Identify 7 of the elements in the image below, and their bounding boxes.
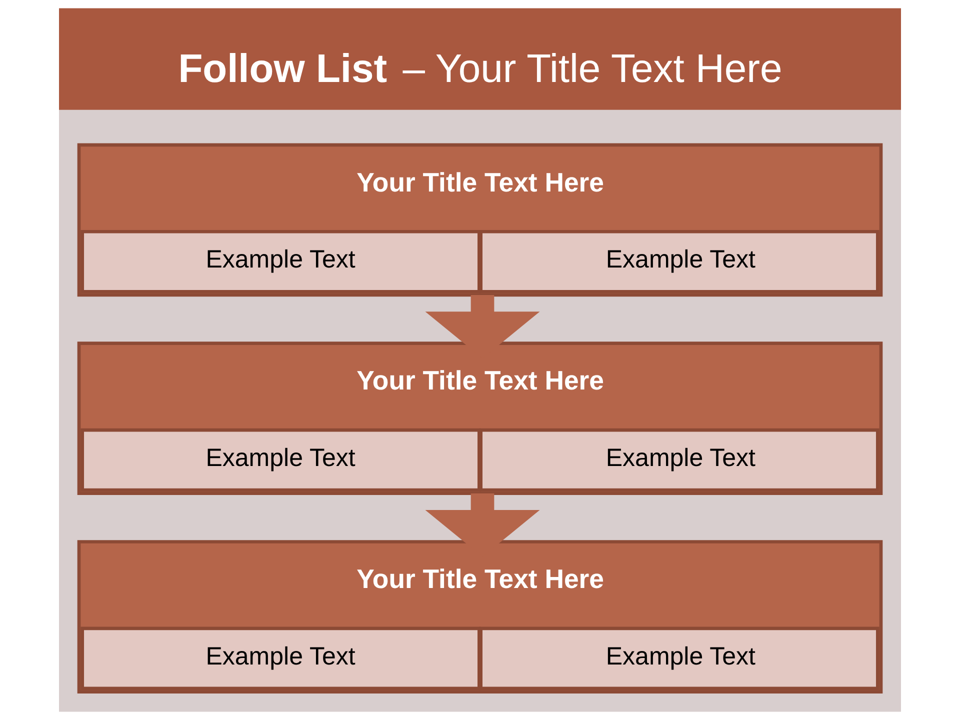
node-box: Example Text — [80, 428, 481, 492]
node-box: Example Text — [479, 230, 880, 294]
node-box: Example Text — [80, 626, 481, 690]
node-box: Example Text — [479, 626, 880, 690]
node-box: Example Text — [479, 428, 880, 492]
node-box: Example Text — [80, 230, 481, 294]
diagram-title: Follow List – Your Title Text Here — [178, 46, 782, 91]
